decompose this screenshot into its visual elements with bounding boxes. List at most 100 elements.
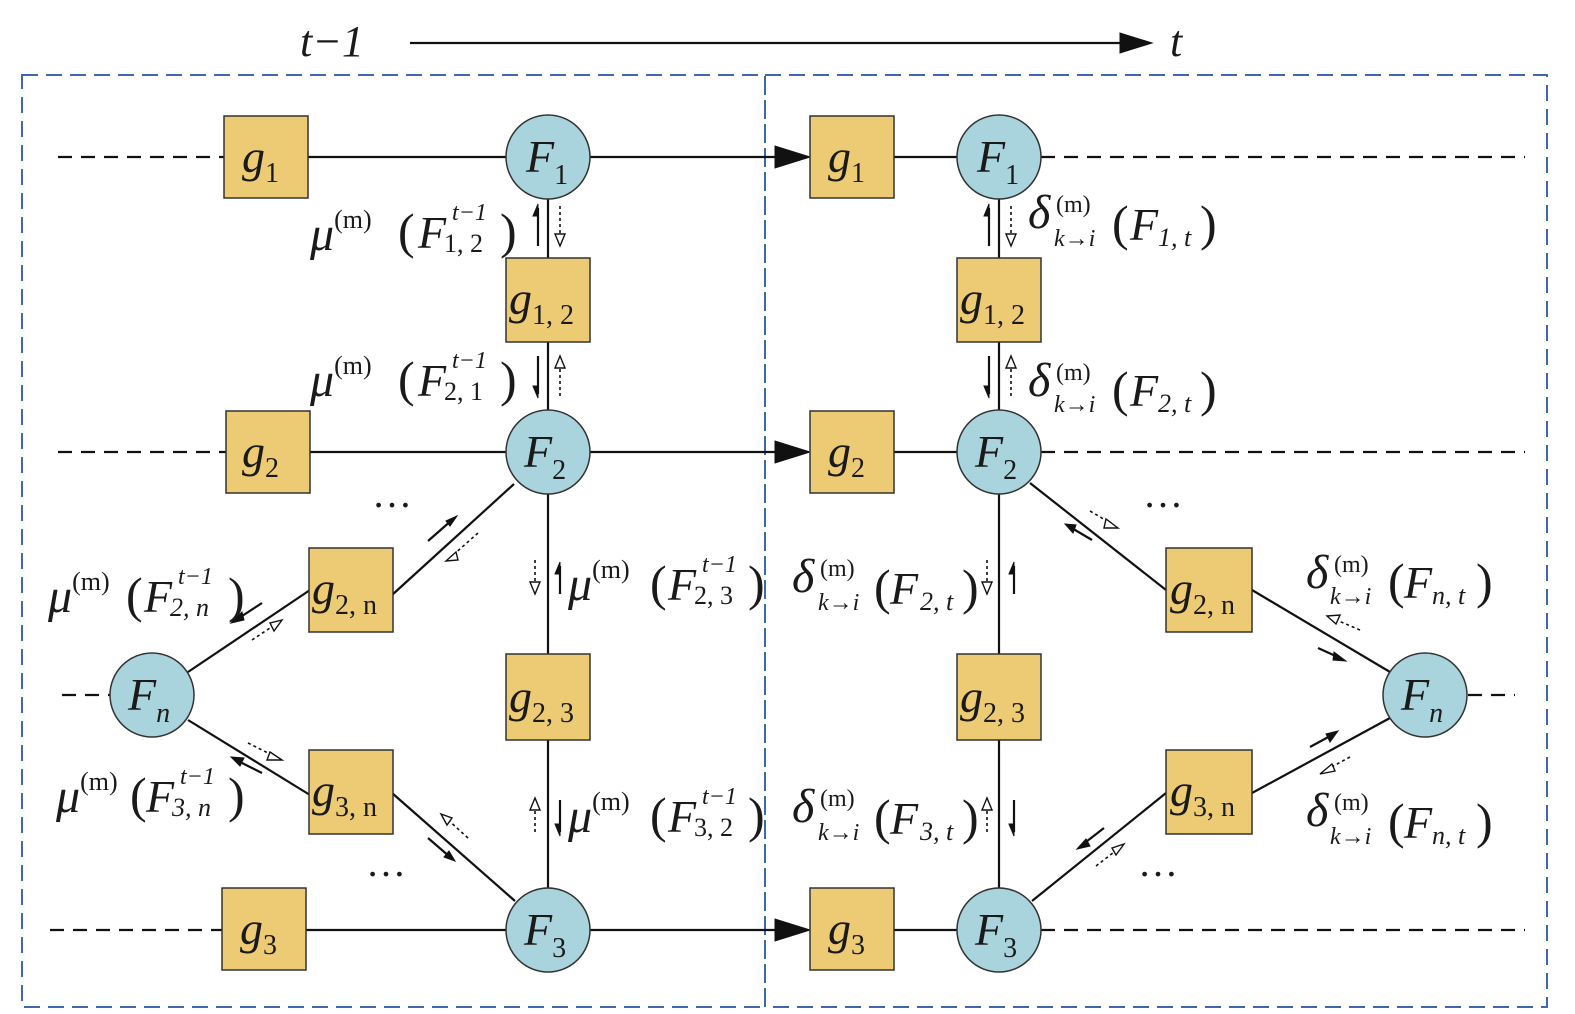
ellipsis-left-lower: … <box>366 840 406 885</box>
svg-text:): ) <box>748 555 765 611</box>
svg-text:F3: F3 <box>523 904 566 964</box>
label-delta-F2-lower: δ (m) k→i ( F 2, t ) <box>792 550 979 616</box>
svg-text:t−1: t−1 <box>702 552 737 578</box>
label-mu-3-n: μ(m) ( F t−1 3, n ) <box>55 764 245 823</box>
factor-nodes: g1 g2 g3 g1, 2 g2, 3 g2, n g3, n g1 <box>221 115 1253 971</box>
message-arrows <box>229 203 1361 867</box>
svg-text:k→i: k→i <box>818 590 859 616</box>
svg-text:(m): (m) <box>1056 360 1091 386</box>
factor-g3n-left: g3, n <box>308 749 394 835</box>
svg-text:μ(m): μ(m) <box>47 567 110 623</box>
variable-Fn-left: Fn <box>109 652 195 738</box>
time-axis: t−1 t <box>300 17 1184 66</box>
svg-text:g1, 2: g1, 2 <box>960 273 1025 331</box>
time-arrow-head <box>1119 32 1154 54</box>
svg-text:k→i: k→i <box>818 820 859 846</box>
svg-text:(: ( <box>874 789 891 845</box>
svg-text:k→i: k→i <box>1330 584 1371 610</box>
label-delta-F2: δ (m) k→i ( F 2, t ) <box>1028 354 1217 418</box>
svg-text:F1: F1 <box>976 131 1019 191</box>
variable-F3-left: F3 <box>505 887 591 973</box>
svg-text:F: F <box>143 571 173 622</box>
variable-F1-left: F1 <box>505 114 591 200</box>
svg-text:(m): (m) <box>1334 790 1369 816</box>
label-delta-F1: δ (m) k→i ( F 1, t ) <box>1028 186 1217 252</box>
time-next-label: t <box>1170 17 1184 66</box>
svg-text:2, t: 2, t <box>1158 389 1192 418</box>
variable-F2-left: F2 <box>505 409 591 495</box>
label-mu-2-n: μ(m) ( F t−1 2, n ) <box>47 564 245 623</box>
svg-text:1, t: 1, t <box>1158 223 1192 252</box>
svg-text:(: ( <box>1112 361 1129 417</box>
svg-text:n, t: n, t <box>1432 581 1466 610</box>
svg-text:F: F <box>1403 797 1433 848</box>
svg-text:(: ( <box>1388 553 1405 609</box>
svg-text:t−1: t−1 <box>702 784 737 810</box>
factor-g2-right: g2 <box>809 410 895 494</box>
svg-text:F: F <box>889 563 919 614</box>
svg-text:): ) <box>228 767 245 823</box>
svg-text:): ) <box>1476 553 1493 609</box>
svg-text:t−1: t−1 <box>178 564 213 590</box>
svg-text:g2, 3: g2, 3 <box>960 671 1025 729</box>
factor-g23-left: g2, 3 <box>505 653 591 741</box>
svg-text:δ: δ <box>1306 546 1329 599</box>
ellipsis-right-lower: … <box>1138 840 1178 885</box>
svg-text:(: ( <box>130 767 147 823</box>
time-prev-label: t−1 <box>300 17 364 66</box>
svg-text:t−1: t−1 <box>452 200 487 226</box>
svg-text:): ) <box>228 567 245 623</box>
svg-text:2, t: 2, t <box>920 587 954 616</box>
svg-text:): ) <box>500 351 517 407</box>
svg-text:μ(m): μ(m) <box>309 205 372 261</box>
factor-g3n-right: g3, n <box>1165 749 1253 835</box>
variable-F1-right: F1 <box>956 114 1042 200</box>
svg-text:(: ( <box>398 203 415 259</box>
svg-text:k→i: k→i <box>1330 824 1371 850</box>
svg-text:g1, 2: g1, 2 <box>509 273 574 331</box>
svg-text:(: ( <box>874 559 891 615</box>
ellipsis-left-upper: … <box>372 471 412 516</box>
svg-text:g3, n: g3, n <box>312 765 377 823</box>
svg-text:g3, n: g3, n <box>1170 765 1235 823</box>
svg-text:μ(m): μ(m) <box>567 787 630 843</box>
svg-text:(m): (m) <box>1056 192 1091 218</box>
svg-text:3, t: 3, t <box>919 817 954 846</box>
edges <box>50 145 1525 942</box>
label-delta-Fn-upper: δ (m) k→i ( F n, t ) <box>1306 546 1493 610</box>
svg-text:Fn: Fn <box>127 669 170 729</box>
label-delta-Fn-lower: δ (m) k→i ( F n, t ) <box>1306 784 1493 850</box>
svg-text:F: F <box>1403 557 1433 608</box>
svg-text:g2, n: g2, n <box>1170 563 1235 621</box>
svg-text:Fn: Fn <box>1400 669 1443 729</box>
svg-text:g2, 3: g2, 3 <box>509 671 574 729</box>
svg-text:δ: δ <box>792 550 815 603</box>
svg-text:F: F <box>145 771 175 822</box>
svg-text:F: F <box>667 791 697 842</box>
variable-Fn-right: Fn <box>1382 652 1468 738</box>
factor-g1-right: g1 <box>809 115 895 199</box>
svg-text:): ) <box>748 787 765 843</box>
svg-text:g1: g1 <box>828 131 865 189</box>
svg-text:F: F <box>417 355 447 406</box>
factor-g2-left: g2 <box>225 410 311 494</box>
svg-text:δ: δ <box>1028 186 1051 239</box>
svg-text:μ(m): μ(m) <box>55 767 118 823</box>
svg-text:(: ( <box>650 555 667 611</box>
factor-g3-left: g3 <box>221 887 307 971</box>
svg-text:): ) <box>962 559 979 615</box>
svg-text:F2: F2 <box>974 426 1017 486</box>
svg-text:g2: g2 <box>828 426 865 484</box>
label-mu-3-2: μ(m) ( F t−1 3, 2 ) <box>567 784 765 843</box>
svg-text:g2, n: g2, n <box>312 563 377 621</box>
svg-text:(: ( <box>126 567 143 623</box>
svg-text:g1: g1 <box>242 131 279 189</box>
svg-text:2, 3: 2, 3 <box>694 581 733 610</box>
svg-text:F1: F1 <box>525 131 568 191</box>
svg-text:t−1: t−1 <box>452 348 487 374</box>
svg-text:k→i: k→i <box>1054 392 1095 418</box>
svg-text:2, 1: 2, 1 <box>444 377 483 406</box>
label-mu-1-2: μ(m) ( F t−1 1, 2 ) <box>309 200 517 261</box>
svg-text:δ: δ <box>1306 784 1329 837</box>
